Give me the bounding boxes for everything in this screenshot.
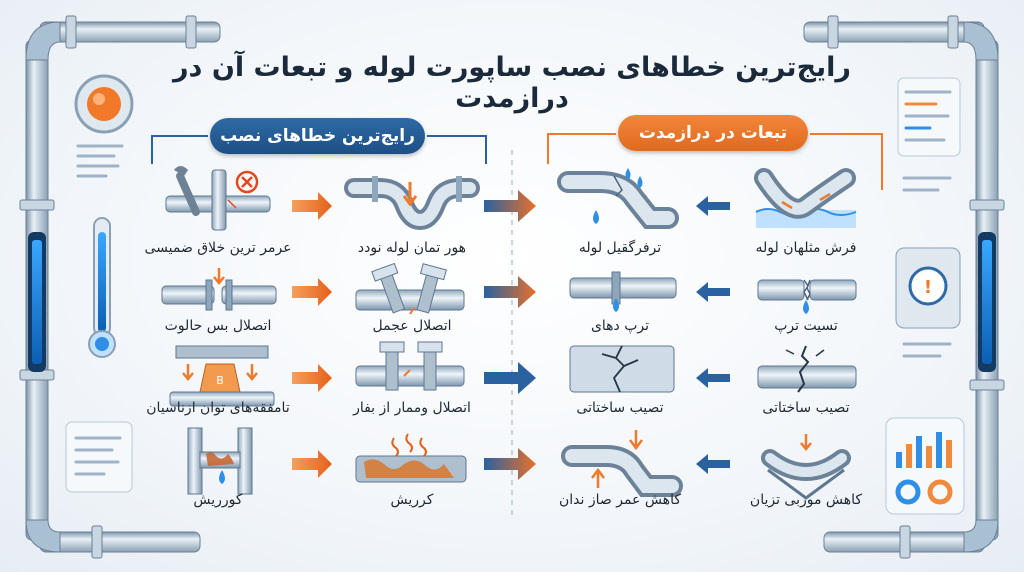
dripping-pipe-icon bbox=[569, 271, 677, 312]
row2-mistake-label: اتصلال عجمل bbox=[372, 318, 452, 334]
deformed-support-icon bbox=[761, 434, 851, 500]
row3-mistake-label: اتصلال وممار از بفار bbox=[353, 400, 471, 416]
broken-pipe-icon bbox=[757, 279, 857, 314]
sagging-pipe-icon bbox=[344, 176, 480, 231]
row1-consequence-label: فرش مثلهان لوله bbox=[755, 240, 857, 256]
arrow-row1-center bbox=[484, 190, 536, 222]
corroded-section-icon bbox=[355, 433, 467, 483]
compressed-pipe-icon: B bbox=[169, 345, 275, 407]
consequences-header: تبعات در درازمدت bbox=[618, 115, 808, 151]
row2-consequence-label: تسیت ترپ bbox=[774, 318, 838, 334]
row1-cause-label: عرمر ترین خلاق ضمیسی bbox=[144, 240, 292, 256]
row1-mistake-label: هور تمان لوله نودد bbox=[357, 240, 467, 256]
row3-cause-label: تامفقه‌های توان ازناسیان bbox=[146, 400, 290, 416]
row2-effect-label: ترپ دهای bbox=[590, 318, 650, 334]
page-title: رایج‌ترین خطاهای نصب ساپورت لوله و تبعات… bbox=[173, 52, 851, 114]
bolted-pipe-icon bbox=[355, 341, 465, 391]
arrow-row4-right bbox=[696, 454, 730, 474]
arrow-row1-right bbox=[696, 196, 730, 216]
arrow-row4-center bbox=[484, 448, 536, 480]
svg-text:B: B bbox=[216, 374, 224, 387]
leaking-pipe-icon bbox=[557, 168, 679, 229]
row3-consequence-label: تصیب ساختاتی bbox=[762, 400, 850, 416]
arrow-row2-right bbox=[696, 282, 730, 302]
arrow-row1-left bbox=[292, 192, 332, 220]
bolted-joint-icon bbox=[355, 262, 465, 315]
row4-mistake-label: کرریش bbox=[390, 492, 434, 508]
arrow-row3-right bbox=[696, 368, 730, 388]
wrench-pipe-icon bbox=[165, 166, 271, 231]
arrow-row2-left bbox=[292, 278, 332, 306]
arrow-row4-left bbox=[292, 450, 332, 478]
corroded-pipe-icon bbox=[187, 427, 253, 495]
stressed-elbow-icon bbox=[561, 430, 683, 497]
row3-effect-label: تصیب ساختاتی bbox=[576, 400, 664, 416]
row4-cause-label: کورریش bbox=[193, 492, 243, 508]
loose-joint-icon bbox=[161, 268, 277, 311]
svg-text:!: ! bbox=[924, 277, 932, 298]
cracked-panel-icon bbox=[569, 345, 675, 393]
arrow-row3-left bbox=[292, 364, 332, 392]
row4-effect-label: کاهش عمر صاز ندان bbox=[558, 492, 681, 508]
arrow-row2-center bbox=[484, 276, 536, 308]
row2-cause-label: اتصلال بس حالوت bbox=[164, 318, 272, 334]
row1-effect-label: ترفرگقیل لوله bbox=[578, 240, 662, 256]
mistakes-header: رایج‌ترین خطاهای نصب bbox=[210, 118, 425, 154]
cracked-pipe-icon bbox=[757, 345, 857, 393]
row4-consequence-label: کاهش موربی تزیان bbox=[749, 492, 863, 508]
arrow-row3-center bbox=[484, 362, 536, 394]
wave-pipe-icon bbox=[754, 168, 857, 228]
